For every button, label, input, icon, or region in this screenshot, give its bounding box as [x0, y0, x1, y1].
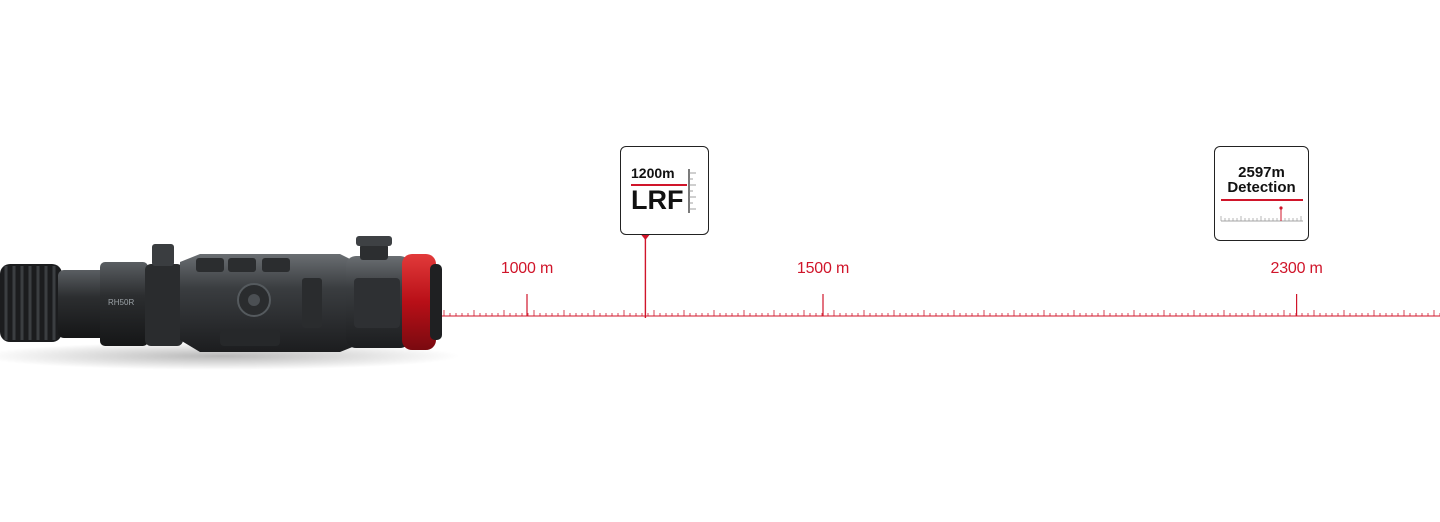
lrf-callout: 1200m LRF: [620, 146, 709, 235]
lrf-distance: 1200m: [631, 165, 675, 181]
distance-label-1000: 1000 m: [500, 260, 554, 277]
detection-title: Detection: [1227, 179, 1296, 196]
detection-divider: [1221, 199, 1303, 201]
detection-callout: 2597m Detection: [1214, 146, 1309, 241]
model-text: RH50R: [108, 298, 134, 307]
lrf-pointer-arrow: [641, 235, 650, 240]
lrf-divider: [631, 184, 687, 186]
distance-label-1500: 1500 m: [796, 260, 850, 277]
detection-distance: 2597m: [1238, 164, 1285, 181]
lrf-title: LRF: [631, 185, 684, 215]
distance-label-2300: 2300 m: [1270, 260, 1323, 277]
detection-reticle-scale-icon: [1220, 206, 1303, 222]
lrf-reticle-scale-icon: [688, 169, 696, 213]
thermal-riflescope-icon: RH50R: [0, 236, 460, 370]
